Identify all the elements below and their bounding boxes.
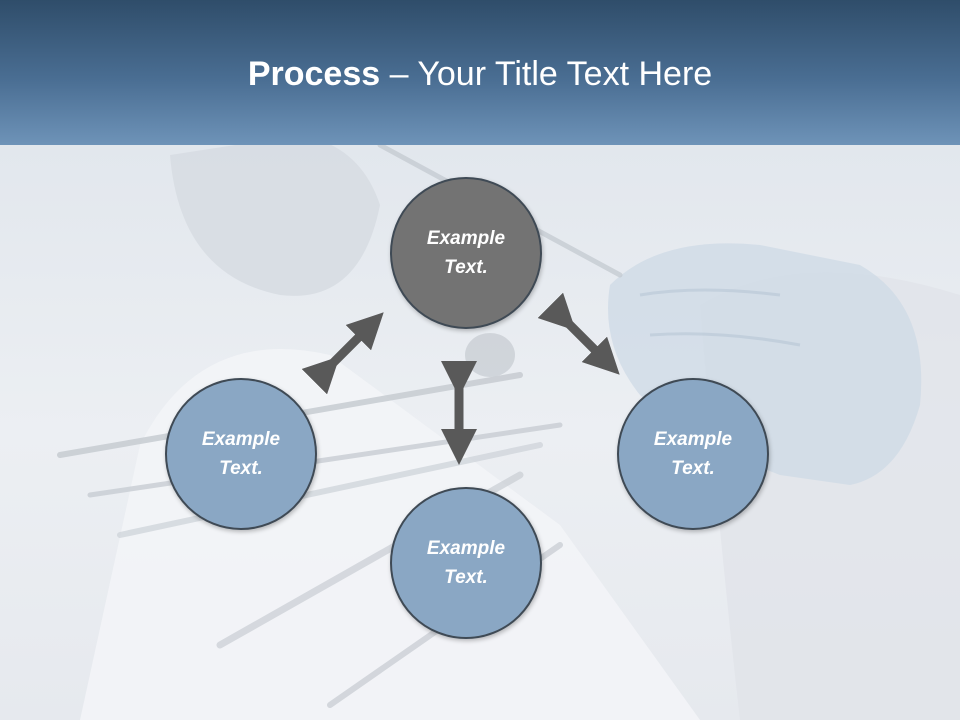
node-left[interactable]: Example Text. xyxy=(165,378,317,530)
node-bottom-label: Example Text. xyxy=(426,538,506,588)
node-right[interactable]: Example Text. xyxy=(617,378,769,530)
slide-title: Process – Your Title Text Here xyxy=(0,52,960,96)
arrow-top-left xyxy=(301,312,384,395)
arrow-top-right xyxy=(537,292,620,375)
node-top[interactable]: Example Text. xyxy=(390,177,542,329)
node-left-label: Example Text. xyxy=(201,429,281,479)
title-rest: – Your Title Text Here xyxy=(380,55,713,93)
node-right-label: Example Text. xyxy=(653,429,733,479)
title-bold: Process xyxy=(247,55,381,93)
title-banner: Process – Your Title Text Here xyxy=(0,0,960,145)
node-bottom[interactable]: Example Text. xyxy=(390,487,542,639)
node-top-label: Example Text. xyxy=(426,228,506,278)
